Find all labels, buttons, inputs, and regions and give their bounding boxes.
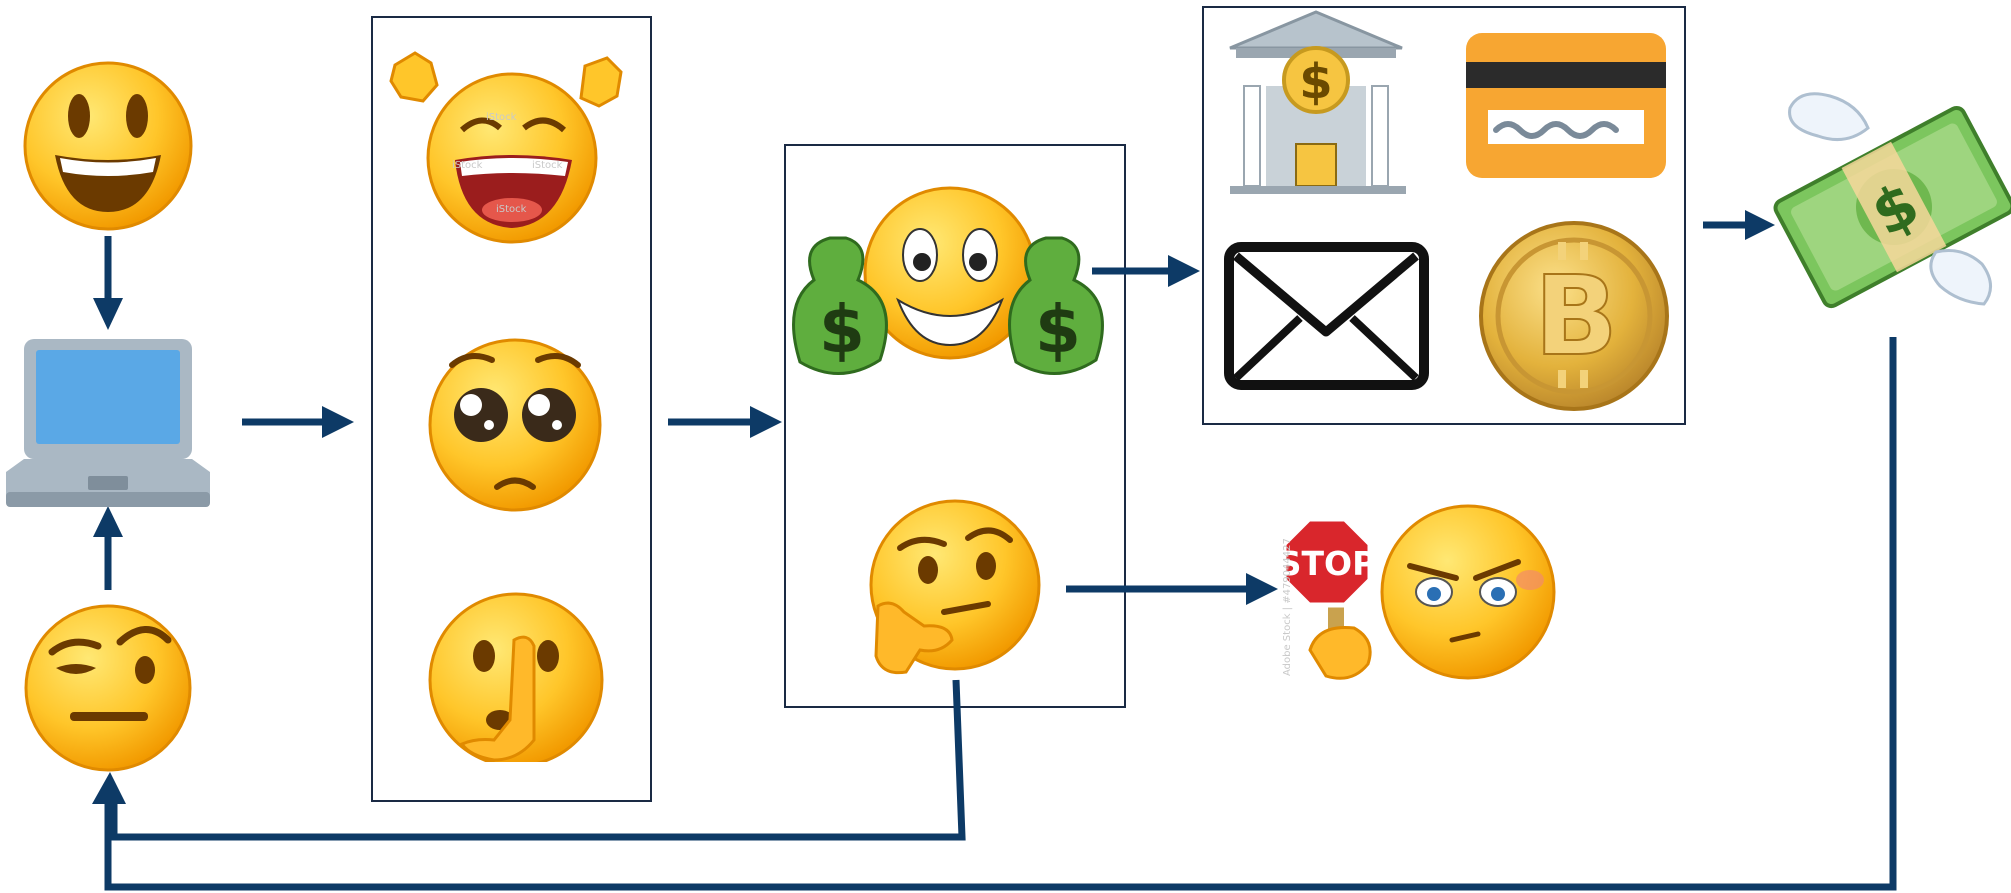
svg-text:$: $ <box>1035 291 1081 368</box>
face-with-raised-eyebrow-icon <box>24 604 192 772</box>
bank-icon: $ <box>1229 10 1406 194</box>
svg-text:B: B <box>1534 252 1618 380</box>
money-bags-face-icon: $ $ <box>792 186 1104 375</box>
svg-text:$: $ <box>819 291 865 368</box>
watermark-text: iStock <box>452 160 483 171</box>
credit-card-icon <box>1466 33 1666 178</box>
stop-sign-label: STOP <box>1278 544 1377 583</box>
arrow-head <box>322 406 354 438</box>
stock-watermark: Adobe Stock | #479044427 <box>1282 538 1293 676</box>
arrow-head <box>750 406 782 438</box>
watermark-text: iStock <box>532 160 563 171</box>
arrow-head <box>93 506 123 537</box>
pleading-face-icon <box>428 338 602 512</box>
money-with-wings-icon: $ <box>1773 92 2011 309</box>
arrow-head <box>93 298 123 330</box>
shushing-face-icon <box>428 592 604 762</box>
arrow-head <box>1246 573 1278 605</box>
laughing-face-icon: iStock iStock iStock iStock <box>389 51 623 244</box>
laptop-icon <box>6 339 210 507</box>
watermark-text: iStock <box>486 112 517 123</box>
connectors <box>92 210 1897 891</box>
arrow-head <box>92 772 126 804</box>
bitcoin-icon: B <box>1479 221 1669 411</box>
envelope-icon <box>1224 242 1429 390</box>
arrow-head <box>1745 210 1775 240</box>
arrow-loss-to-skeptic <box>104 337 1897 891</box>
arrow-head <box>1168 255 1200 287</box>
arrow-thinking-to-skeptic <box>110 679 966 841</box>
thinking-face-icon <box>869 499 1041 675</box>
svg-text:$: $ <box>1299 54 1332 110</box>
watermark-text: iStock <box>496 204 527 215</box>
grinning-face-icon <box>23 61 193 231</box>
stop-sign-face-icon: STOP Adobe Stock | #479044427 <box>1278 504 1556 680</box>
